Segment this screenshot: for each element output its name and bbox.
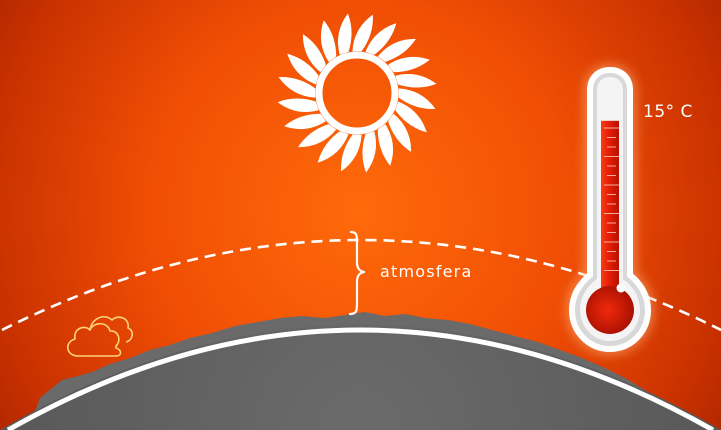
sun-ray — [352, 14, 373, 52]
sun-ray — [365, 23, 397, 55]
sun-ray — [287, 53, 319, 85]
sun-ray — [362, 131, 377, 173]
sun-ray — [278, 77, 316, 98]
sun-ray — [302, 34, 326, 73]
sun-ray — [377, 124, 394, 166]
sun-ray — [398, 88, 436, 109]
planet — [0, 325, 721, 430]
planet-rim — [6, 327, 715, 430]
sun-ray — [317, 131, 349, 163]
sun-ray — [395, 73, 437, 88]
brace-icon — [348, 230, 366, 316]
thermometer-highlight — [616, 283, 626, 293]
sun-ray — [320, 20, 337, 62]
sun-ray — [377, 38, 416, 62]
sun-ray — [341, 134, 362, 172]
sun-ray — [395, 101, 427, 133]
sun-icon — [277, 13, 437, 173]
sun-ray — [388, 56, 430, 73]
thermometer-icon — [568, 66, 652, 353]
thermometer-scale — [604, 127, 619, 271]
thermometer-bulb — [586, 286, 634, 334]
temperature-label: 15° C — [643, 102, 693, 122]
sun-ray — [284, 113, 326, 130]
sun-ray — [298, 124, 337, 148]
atmosphere-label: atmosfera — [380, 262, 473, 281]
sun-ray — [388, 113, 412, 152]
sun-ray — [337, 13, 352, 55]
sun-ray — [277, 98, 319, 113]
cloud-icon — [67, 316, 134, 357]
